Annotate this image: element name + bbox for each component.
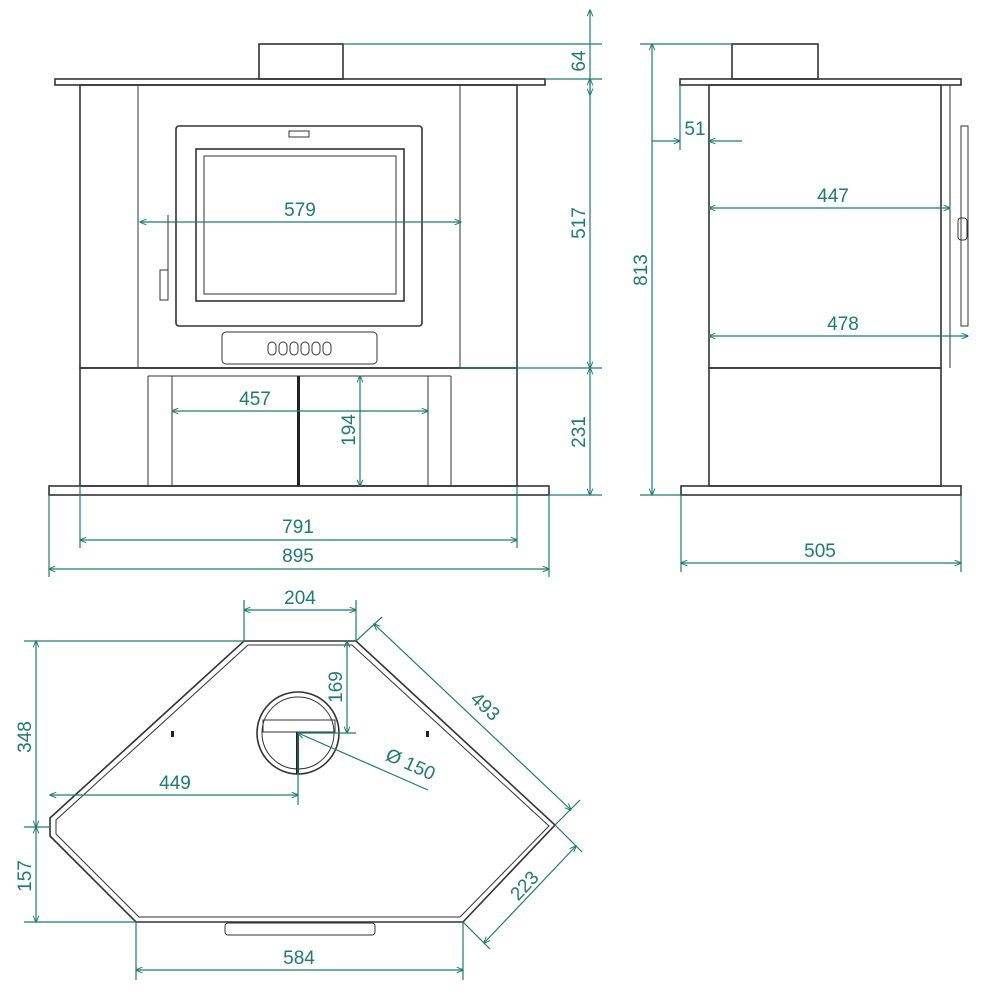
front-air-control-circles <box>267 341 332 356</box>
front-door-frame <box>175 125 423 327</box>
plan-flue-baffle <box>262 719 336 733</box>
dim-front-width: 584 <box>283 948 315 969</box>
front-door-glass-inner <box>203 155 397 295</box>
dim-log-store-height: 194 <box>339 414 360 446</box>
side-body <box>708 84 942 369</box>
side-door-handle <box>957 217 968 241</box>
front-log-store-divider <box>297 376 300 486</box>
dim-door-glass-width: 579 <box>284 200 316 221</box>
dim-inner-depth-lower: 478 <box>827 314 859 335</box>
plan-dimensions: 204 169 493 348 157 449 Ø 150 223 584 <box>15 588 583 980</box>
dim-line-flue-diameter <box>298 733 429 791</box>
dim-overall-width: 895 <box>282 546 314 567</box>
front-dimensions: 64 517 231 579 457 194 791 895 <box>49 10 602 577</box>
dim-overall-height: 813 <box>631 254 652 286</box>
dim-line-diagonal-side <box>374 624 571 810</box>
dim-log-store-width: 457 <box>239 389 271 410</box>
dim-depth-back: 348 <box>15 721 36 753</box>
side-door-hinge <box>960 125 969 327</box>
dim-front-chamfer: 223 <box>506 867 543 905</box>
dim-base-height: 231 <box>569 416 590 448</box>
dim-flue-height: 64 <box>569 50 590 72</box>
plan-outline <box>49 640 557 923</box>
dim-inner-depth-upper: 447 <box>817 186 849 207</box>
front-flue-collar <box>258 43 344 80</box>
front-top-plate <box>54 78 546 86</box>
front-hearth-plate <box>48 485 550 496</box>
front-door-badge <box>288 130 310 138</box>
plan-front-lip <box>224 922 376 936</box>
dim-diagonal-side: 493 <box>466 688 504 725</box>
side-base-cabinet <box>708 367 942 487</box>
plan-inner-outline <box>55 644 550 918</box>
dim-firebox-height: 517 <box>569 207 590 239</box>
front-ash-lip <box>221 331 378 365</box>
plan-fixing-right <box>426 731 429 737</box>
front-door-handle <box>159 215 169 301</box>
dim-front-corner-depth: 157 <box>15 860 36 892</box>
side-dimensions: 813 51 447 478 505 <box>631 44 968 572</box>
side-top-plate <box>679 78 962 86</box>
plan-fixing-left <box>171 731 174 737</box>
side-flue-collar <box>731 43 819 80</box>
dim-flue-offset: 51 <box>684 119 705 140</box>
dim-flue-center-offset: 169 <box>326 671 347 703</box>
dim-flue-diameter: Ø 150 <box>382 745 438 785</box>
front-view <box>48 43 550 496</box>
dim-body-width: 791 <box>282 517 314 538</box>
dim-line-front-chamfer <box>484 846 576 943</box>
plan-view <box>49 640 557 936</box>
dim-back-width: 204 <box>284 588 316 609</box>
side-view <box>679 43 969 496</box>
side-hearth-plate <box>680 485 962 496</box>
dim-flue-center-x: 449 <box>159 773 191 794</box>
front-door-glass-outer <box>195 148 405 302</box>
dim-overall-depth: 505 <box>804 541 836 562</box>
